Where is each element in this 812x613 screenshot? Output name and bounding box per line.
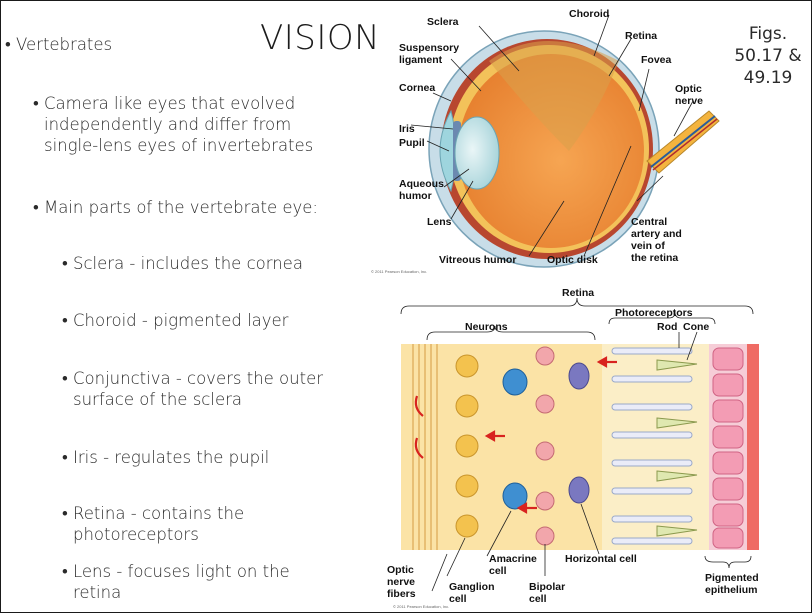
- label-amacrine-2: cell: [489, 565, 507, 577]
- figure-ref-line-1: Figs.: [733, 23, 803, 45]
- label-horizontal-cell: Horizontal cell: [565, 553, 637, 565]
- bullet-vertebrates: • Vertebrates: [16, 34, 112, 55]
- bullet-lens: • Lens - focuses light on the retina: [73, 561, 290, 603]
- bullet-list: • Vertebrates • Camera like eyes that ev…: [1, 1, 391, 612]
- label-pigmented-1: Pigmented: [705, 572, 759, 584]
- bullet-dot: •: [62, 310, 68, 331]
- label-ganglion-1: Ganglion: [449, 581, 495, 593]
- bullet-camera-eyes: • Camera like eyes that evolved independ…: [44, 93, 313, 156]
- bullet-conjunctiva: • Conjunctiva - covers the outer surface…: [73, 368, 323, 410]
- bullet-text-line: Lens - focuses light on the: [73, 561, 290, 582]
- choroid-edge: [747, 344, 759, 550]
- bullet-text: Vertebrates: [16, 35, 112, 54]
- label-amacrine-1: Amacrine: [489, 553, 537, 565]
- label-optic-nerve-fibers-2: nerve: [387, 576, 415, 588]
- label-rod: Rod: [657, 321, 677, 333]
- bullet-text-line: retina: [73, 582, 290, 603]
- label-optic-nerve-fibers-3: fibers: [387, 588, 416, 600]
- label-photoreceptors: Photoreceptors: [615, 307, 693, 319]
- bullet-dot: •: [62, 447, 68, 468]
- label-aqueous-2: humor: [399, 190, 432, 202]
- bullet-text: Iris - regulates the pupil: [73, 448, 269, 467]
- label-optic-disk: Optic disk: [547, 254, 598, 266]
- lens-shape: [455, 117, 499, 189]
- label-retina: Retina: [625, 30, 657, 42]
- bullet-retina: • Retina - contains the photoreceptors: [73, 503, 244, 545]
- label-fovea: Fovea: [641, 54, 672, 66]
- figure-reference: Figs. 50.17 & 49.19: [733, 23, 803, 89]
- figure-ref-line-3: 49.19: [733, 67, 803, 89]
- eye-cross-section-diagram: Sclera Choroid Retina Suspensory ligamen…: [369, 1, 729, 277]
- bullet-text-line: independently and differ from: [44, 114, 313, 135]
- label-cornea: Cornea: [399, 82, 435, 94]
- label-central-artery-3: vein of: [631, 240, 665, 252]
- label-choroid: Choroid: [569, 8, 609, 20]
- bullet-text-line: surface of the sclera: [73, 389, 323, 410]
- bullet-dot: •: [33, 93, 39, 114]
- label-cone: Cone: [683, 321, 709, 333]
- label-bipolar-2: cell: [529, 593, 547, 605]
- label-optic-nerve-2: nerve: [675, 95, 703, 107]
- label-pigmented-2: epithelium: [705, 584, 758, 596]
- bullet-dot: •: [62, 253, 68, 274]
- label-central-artery-1: Central: [631, 216, 667, 228]
- central-vein-shape: [653, 119, 717, 170]
- bullet-iris: • Iris - regulates the pupil: [73, 447, 269, 468]
- central-artery-shape: [651, 116, 715, 167]
- label-optic-nerve-fibers-1: Optic: [387, 564, 414, 576]
- label-suspensory-1: Suspensory: [399, 42, 459, 54]
- bullet-text: Main parts of the vertebrate eye:: [44, 198, 318, 217]
- label-bipolar-1: Bipolar: [529, 581, 565, 593]
- bullet-text: Sclera - includes the cornea: [73, 254, 303, 273]
- eye-copyright: © 2011 Pearson Education, Inc.: [371, 269, 427, 274]
- bullet-text-line: photoreceptors: [73, 524, 244, 545]
- label-iris: Iris: [399, 123, 415, 135]
- label-retina-top: Retina: [562, 287, 594, 299]
- bullet-sclera: • Sclera - includes the cornea: [73, 253, 303, 274]
- bullet-dot: •: [33, 197, 39, 218]
- label-optic-nerve-1: Optic: [675, 83, 702, 95]
- pigment-cells: [713, 348, 743, 548]
- bullet-dot: •: [5, 34, 11, 55]
- bullet-dot: •: [62, 368, 68, 389]
- label-aqueous-1: Aqueous: [399, 178, 444, 190]
- bullet-text: Choroid - pigmented layer: [73, 311, 288, 330]
- bullet-choroid: • Choroid - pigmented layer: [73, 310, 288, 331]
- bullet-text-line: Camera like eyes that evolved: [44, 93, 313, 114]
- label-sclera: Sclera: [427, 16, 459, 28]
- bullet-dot: •: [62, 561, 68, 582]
- label-central-artery-4: the retina: [631, 252, 678, 264]
- figure-ref-line-2: 50.17 &: [733, 45, 803, 67]
- bullet-main-parts: • Main parts of the vertebrate eye:: [44, 197, 318, 218]
- bullet-text-line: single-lens eyes of invertebrates: [44, 135, 313, 156]
- bullet-text-line: Retina - contains the: [73, 503, 244, 524]
- label-pupil: Pupil: [399, 137, 425, 149]
- label-neurons: Neurons: [465, 321, 508, 333]
- bullet-text-line: Conjunctiva - covers the outer: [73, 368, 323, 389]
- bullet-dot: •: [62, 503, 68, 524]
- label-central-artery-2: artery and: [631, 228, 682, 240]
- label-lens: Lens: [427, 216, 452, 228]
- retina-copyright: © 2011 Pearson Education, Inc.: [393, 604, 449, 609]
- label-ganglion-2: cell: [449, 593, 467, 605]
- label-suspensory-2: ligament: [399, 54, 443, 66]
- retina-cell-layers-diagram: Retina Photoreceptors Neurons Rod Cone O…: [387, 286, 807, 612]
- label-vitreous: Vitreous humor: [439, 254, 516, 266]
